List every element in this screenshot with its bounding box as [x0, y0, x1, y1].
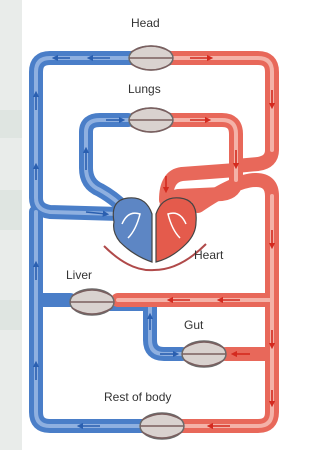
label-gut: Gut	[184, 318, 203, 332]
label-head: Head	[131, 16, 160, 30]
label-rest-of-body: Rest of body	[104, 390, 171, 404]
label-liver: Liver	[66, 268, 92, 282]
rest-of-body-capillary-bed	[140, 413, 184, 439]
label-heart: Heart	[194, 248, 223, 262]
heart-shape	[104, 198, 206, 270]
label-lungs: Lungs	[128, 82, 161, 96]
gut-to-liver-vessel	[110, 304, 182, 354]
liver-capillary-bed	[70, 289, 114, 315]
aorta-to-head-vessel	[172, 58, 272, 166]
lungs-capillary-bed	[129, 108, 173, 132]
gut-capillary-bed	[182, 341, 226, 367]
head-capillary-bed	[129, 46, 173, 70]
